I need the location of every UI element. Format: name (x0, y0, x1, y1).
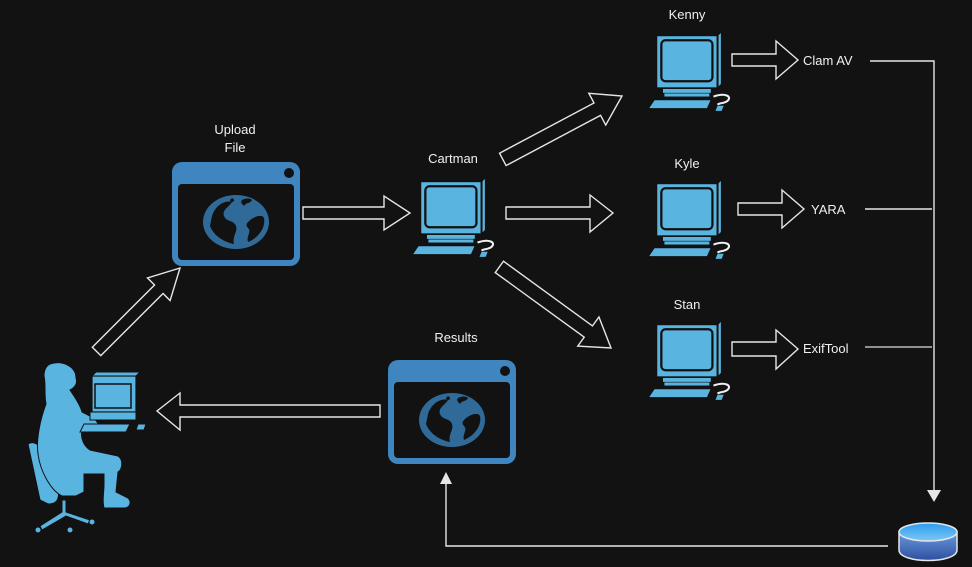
kyle-label: Kyle (674, 156, 700, 171)
person-at-computer-icon (27, 362, 147, 534)
exiftool-label: ExifTool (803, 341, 849, 356)
cartman-computer-icon (410, 177, 495, 258)
yara-label: YARA (811, 202, 846, 217)
clamav-label: Clam AV (803, 53, 853, 68)
arrowhead-results (440, 472, 452, 484)
arrowhead-db (927, 490, 941, 502)
upload-browser-icon (172, 162, 300, 266)
arrow-upload-to-cartman (302, 194, 412, 232)
line-db-to-results (445, 482, 888, 547)
cartman-label: Cartman (428, 151, 478, 166)
arrow-user-to-upload (91, 266, 182, 357)
arrow-cartman-to-kyle (505, 193, 615, 234)
database-icon (898, 522, 958, 562)
line-clamav-to-db (870, 60, 935, 492)
kenny-computer-icon (646, 31, 731, 112)
arrow-stan-to-exiftool (731, 328, 800, 371)
stan-label: Stan (673, 297, 701, 312)
results-browser-icon (388, 360, 516, 464)
kenny-label: Kenny (668, 7, 706, 22)
kyle-computer-icon (646, 179, 731, 260)
stan-computer-icon (646, 320, 731, 401)
arrow-cartman-to-kenny (498, 92, 624, 167)
results-label: Results (434, 330, 478, 345)
arrow-cartman-to-stan (494, 260, 613, 349)
arrow-results-to-user (155, 391, 381, 432)
arrow-kenny-to-clamav (731, 39, 800, 81)
arrow-kyle-to-yara (737, 188, 806, 230)
upload-file-label: Upload File (214, 122, 256, 155)
